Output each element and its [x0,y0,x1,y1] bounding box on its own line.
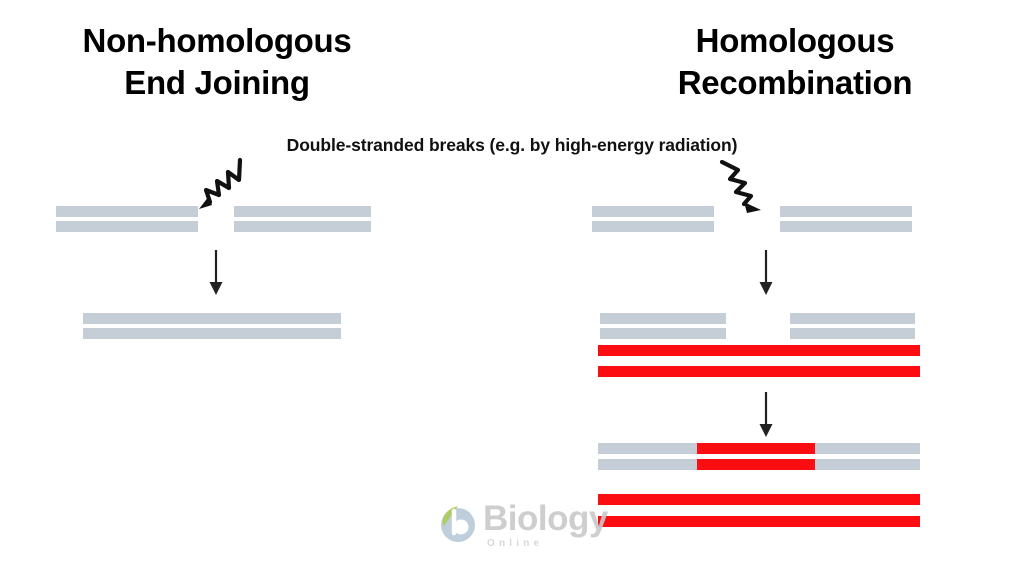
left-rejoined-strand-lower [83,328,341,339]
right-resected-strand-lower-right [790,328,915,339]
left-broken-strand-upper-left [56,206,198,217]
left-broken-strand-lower-left [56,221,198,232]
biology-online-logo-icon [441,506,475,542]
process-arrow-right-lower [759,392,773,437]
biology-online-logo-subtitle: Online [487,538,544,549]
right-resected-strand-lower-left [600,328,726,339]
recombined-segment-red-middle [697,459,815,470]
left-rejoined-strand-upper [83,313,341,324]
caption-double-stranded-breaks: Double-stranded breaks (e.g. by high-ene… [286,135,738,155]
recombined-segment-gray-left [598,443,697,454]
right-broken-strand-upper-left [592,206,714,217]
biology-online-logo-wordmark: Biology [483,499,608,538]
left-broken-strand-lower-right [234,221,371,232]
right-resected-strand-upper-right [790,313,915,324]
right-residual-template-strand-upper [598,494,920,505]
panel-title-left-line2: End Joining [124,64,310,102]
biology-online-logo: Biology Online [437,498,608,554]
right-recombined-strand-upper [598,443,920,454]
right-donor-template-strand-upper [598,345,920,356]
left-broken-strand-upper-right [234,206,371,217]
recombined-segment-gray-right [815,443,920,454]
process-arrow-right-upper [759,250,773,295]
panel-title-right-line2: Recombination [677,64,913,102]
recombined-segment-gray-left [598,459,697,470]
double-strand-break-lightning-left [199,157,243,209]
right-donor-template-strand-lower [598,366,920,377]
right-broken-strand-lower-right [780,221,912,232]
right-recombined-strand-lower [598,459,920,470]
recombined-segment-gray-right [815,459,920,470]
panel-title-right-line1: Homologous [695,22,895,59]
right-broken-strand-lower-left [592,221,714,232]
process-arrow-left [209,250,223,295]
right-broken-strand-upper-right [780,206,912,217]
right-resected-strand-upper-left [600,313,726,324]
double-strand-break-lightning-right [719,159,761,213]
right-residual-template-strand-lower [598,516,920,527]
panel-title-left-line1: Non-homologous [82,22,352,59]
recombined-segment-red-middle [697,443,815,454]
